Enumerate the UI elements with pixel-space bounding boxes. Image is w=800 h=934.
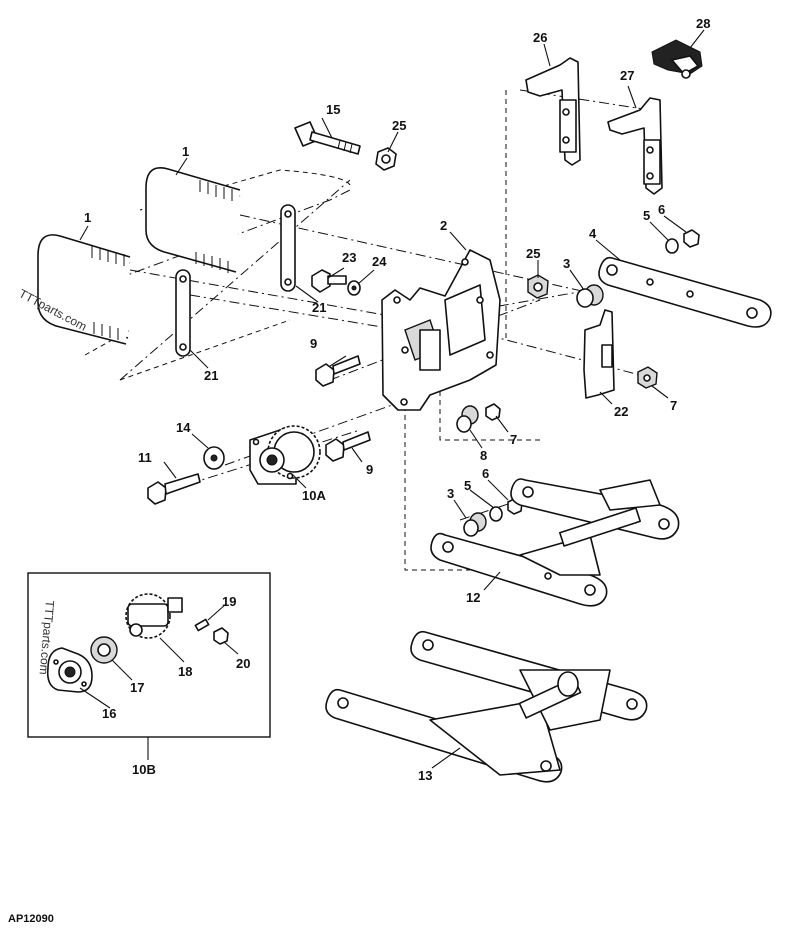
- callout-13: 13: [418, 768, 432, 783]
- strap-21-upper: [280, 204, 296, 292]
- callout-16: 16: [102, 706, 116, 721]
- callout-6-lower: 6: [482, 466, 489, 481]
- sprocket-10a: [249, 425, 321, 485]
- mounting-tube-outline: [84, 169, 351, 381]
- callout-3-lower: 3: [447, 486, 454, 501]
- callout-6-upper: 6: [658, 202, 665, 217]
- callout-25-upper: 25: [392, 118, 406, 133]
- callout-24: 24: [372, 254, 387, 269]
- callout-20: 20: [236, 656, 250, 671]
- callout-21-upper: 21: [312, 300, 326, 315]
- flange-bearing-16: [46, 647, 93, 693]
- washer-14: [203, 446, 225, 470]
- callout-21-lower: 21: [204, 368, 218, 383]
- callout-7-right: 7: [670, 398, 677, 413]
- screw-19: [194, 618, 210, 632]
- sprocket-hub-18: [125, 593, 183, 639]
- bracket-27: [607, 97, 663, 195]
- arm-13: [325, 630, 648, 783]
- bolt-15: [294, 121, 361, 155]
- callout-8: 8: [480, 448, 487, 463]
- inset-label-10b: 10B: [132, 762, 156, 777]
- callout-26: 26: [533, 30, 547, 45]
- watermark-inset: TTTparts.com: [37, 600, 57, 676]
- washer-5-upper: [665, 238, 679, 254]
- callout-3-upper: 3: [563, 256, 570, 271]
- callout-9-lower: 9: [366, 462, 373, 477]
- bracket-26: [525, 57, 581, 166]
- callout-5-lower: 5: [464, 478, 471, 493]
- figure-id: AP12090: [8, 913, 54, 925]
- nut-7-upper: [637, 366, 658, 389]
- leader-lines: [79, 29, 705, 769]
- callout-27: 27: [620, 68, 634, 83]
- bolt-23: [311, 269, 347, 293]
- bolt-9-lower: [325, 431, 371, 462]
- callout-1-upper: 1: [182, 144, 189, 159]
- callout-1-lower: 1: [84, 210, 91, 225]
- callout-7-mid: 7: [510, 432, 517, 447]
- callout-28: 28: [696, 16, 710, 31]
- callout-22: 22: [614, 404, 628, 419]
- strap-21-lower: [175, 269, 191, 357]
- callout-10a: 10A: [302, 488, 326, 503]
- washer-24: [347, 280, 361, 296]
- bracket-2: [381, 249, 501, 411]
- callout-5-upper: 5: [643, 208, 650, 223]
- callout-17: 17: [130, 680, 144, 695]
- bushing-3-lower: [463, 512, 487, 537]
- bushing-3-upper: [576, 284, 604, 308]
- callout-9-upper: 9: [310, 336, 317, 351]
- callout-12: 12: [466, 590, 480, 605]
- washer-5-lower: [489, 506, 503, 522]
- callout-23: 23: [342, 250, 356, 265]
- callout-labels: 1 1 2 3 4 5 6 7 7 8 9 9 10A 11 14 15 25 …: [84, 16, 710, 783]
- callout-11: 11: [138, 450, 152, 465]
- callout-19: 19: [222, 594, 236, 609]
- callout-15: 15: [326, 102, 340, 117]
- arm-4: [598, 256, 772, 328]
- callout-2: 2: [440, 218, 447, 233]
- nut-25-right: [527, 274, 549, 299]
- plate-22: [583, 309, 615, 399]
- collar-17: [90, 636, 118, 664]
- callout-14: 14: [176, 420, 191, 435]
- callout-18: 18: [178, 664, 192, 679]
- bolt-11: [147, 473, 201, 505]
- u-bolt-1-lower: [37, 234, 131, 345]
- arm-assembly-12: [430, 478, 680, 607]
- u-bolt-1-upper: [145, 167, 241, 273]
- callout-25-right: 25: [526, 246, 540, 261]
- bushing-8: [456, 405, 479, 433]
- nut-20: [213, 627, 229, 645]
- nut-6-upper: [683, 229, 700, 248]
- nut-25-upper: [375, 147, 397, 171]
- nut-7-lower: [485, 403, 501, 421]
- clip-28: [651, 39, 703, 79]
- inset-box-10b: [27, 572, 271, 738]
- bolt-9-upper: [315, 355, 361, 387]
- callout-4: 4: [589, 226, 597, 241]
